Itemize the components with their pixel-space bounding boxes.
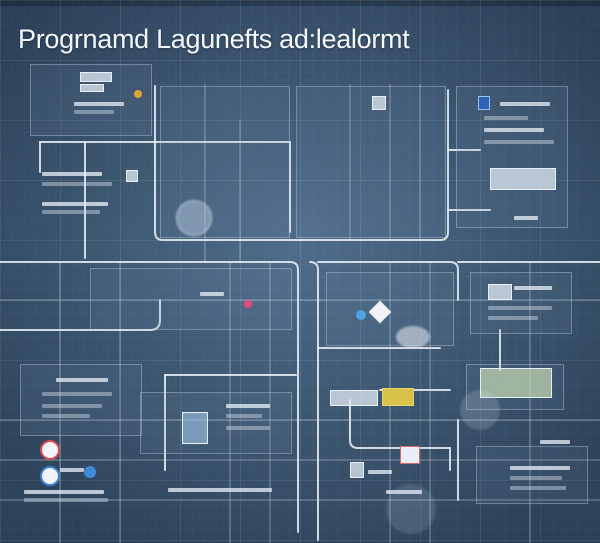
text-line — [24, 490, 104, 494]
window-tile — [182, 412, 208, 444]
text-line — [488, 306, 552, 310]
decorative-orb — [396, 326, 430, 348]
decorative-orb — [386, 484, 436, 534]
text-line — [226, 426, 270, 430]
text-line — [484, 128, 544, 132]
text-line — [42, 182, 112, 186]
text-line — [500, 102, 550, 106]
user-avatar-icon — [40, 466, 60, 486]
top-edge-bar — [0, 0, 600, 6]
panel-right-info — [470, 272, 572, 334]
window-tile — [382, 388, 414, 406]
window-tile — [80, 72, 112, 82]
panel-middle-left — [90, 268, 292, 330]
text-line — [56, 378, 108, 382]
text-line — [42, 404, 102, 408]
text-line — [510, 466, 570, 470]
text-line — [368, 470, 392, 474]
panel-top-center-right — [296, 86, 446, 238]
window-tile — [400, 446, 420, 464]
window-tile — [480, 368, 552, 398]
window-tile — [372, 96, 386, 110]
text-line — [484, 116, 528, 120]
text-line — [74, 110, 114, 114]
panel-middle-right — [326, 272, 454, 346]
text-line — [42, 172, 102, 176]
user-avatar-icon — [40, 440, 60, 460]
text-line — [42, 392, 112, 396]
text-line — [42, 202, 108, 206]
panel-lower-center — [140, 392, 292, 454]
window-tile — [488, 284, 512, 300]
text-line — [514, 216, 538, 220]
text-line — [74, 102, 124, 106]
window-tile — [350, 462, 364, 478]
panel-lower-left — [20, 364, 142, 436]
text-line — [168, 488, 272, 492]
text-line — [42, 414, 90, 418]
text-line — [200, 292, 224, 296]
decorative-orb — [176, 200, 212, 236]
text-line — [226, 404, 270, 408]
window-tile — [490, 168, 556, 190]
window-tile — [80, 84, 104, 92]
status-icon — [356, 310, 366, 320]
page-title: Progrnamd Lagunefts ad:lealormt — [18, 24, 410, 54]
text-line — [24, 498, 108, 502]
panel-bottom-right — [476, 446, 588, 504]
lock-icon — [478, 96, 490, 110]
decorative-orb — [460, 390, 500, 430]
text-line — [510, 476, 562, 480]
status-icon — [244, 300, 252, 308]
text-line — [540, 440, 570, 444]
text-line — [510, 486, 566, 490]
text-line — [386, 490, 422, 494]
text-line — [514, 286, 552, 290]
window-tile — [330, 390, 378, 406]
text-line — [488, 316, 538, 320]
status-icon — [84, 466, 96, 478]
window-tile — [126, 170, 138, 182]
text-line — [42, 210, 100, 214]
status-icon — [134, 90, 142, 98]
text-line — [226, 414, 262, 418]
panel-top-right — [456, 86, 568, 228]
text-line — [60, 468, 84, 472]
text-line — [484, 140, 554, 144]
